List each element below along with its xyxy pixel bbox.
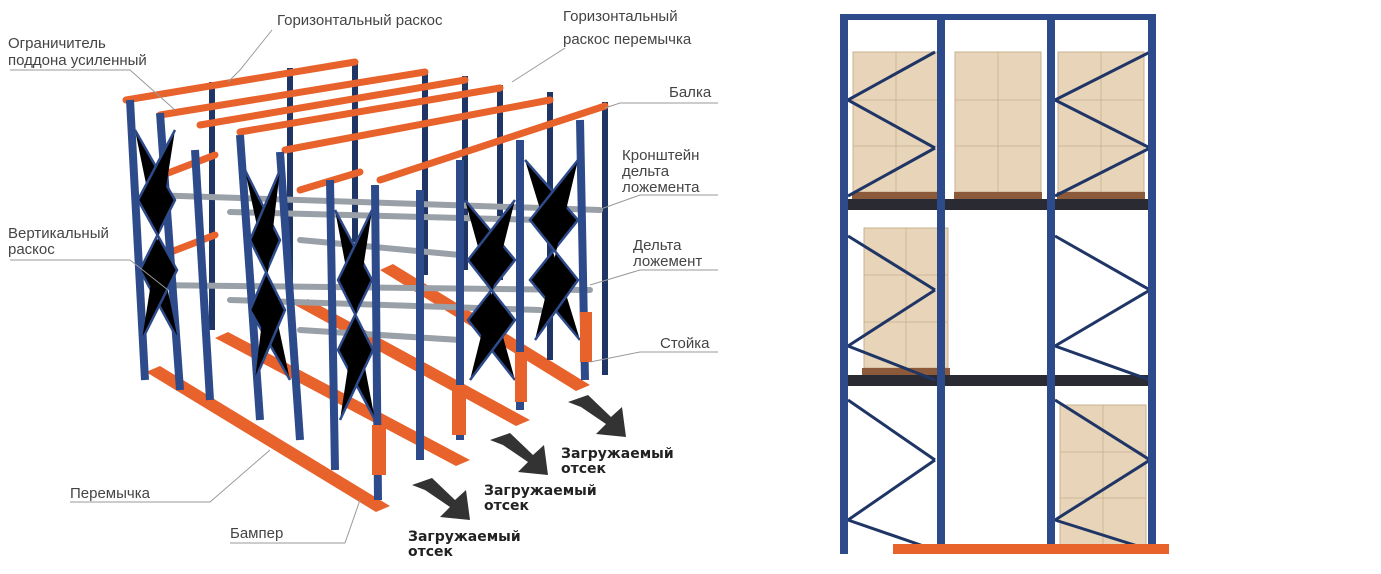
label-horizontal-brace-link-1: Горизонтальный (563, 8, 678, 25)
label-link-beam: Перемычка (70, 485, 150, 502)
rack-front-elevation (840, 14, 1169, 554)
label-bracket-2: дельта (622, 163, 670, 180)
isometric-rack (122, 58, 626, 520)
label-bracket-1: Кронштейн (622, 147, 700, 164)
loading-arrows (412, 395, 626, 520)
label-pallet-stop-1: Ограничитель (8, 35, 106, 52)
bay-label-3-line1: Загружаемый (408, 529, 521, 545)
label-beam: Балка (669, 84, 712, 101)
label-vertical-brace-2: раскос (8, 241, 55, 258)
rail-levels (840, 199, 1155, 386)
bay-label-2-line1: Загружаемый (484, 483, 597, 499)
bumpers (372, 312, 592, 475)
top-beams (122, 58, 609, 264)
bay-label-2-line2: отсек (484, 498, 530, 514)
label-horizontal-brace-link-2: раскос перемычка (563, 31, 692, 48)
bay-label-1-line2: отсек (561, 461, 607, 477)
frame-uprights (840, 14, 1156, 554)
frame-bracing (847, 50, 1151, 552)
label-bracket-3: ложемента (622, 179, 700, 196)
floor-beam (893, 544, 1169, 554)
label-vertical-brace-1: Вертикальный (8, 225, 109, 242)
leader-lines (10, 29, 718, 544)
label-bumper: Бампер (230, 525, 284, 542)
label-upright: Стойка (660, 335, 710, 352)
vertical-braces (133, 129, 581, 421)
label-delta-rail-1: Дельта (633, 237, 682, 254)
label-delta-rail-2: ложемент (633, 253, 703, 270)
label-horizontal-brace: Горизонтальный раскос (277, 12, 443, 29)
bay-label-1-line1: Загружаемый (561, 446, 674, 462)
label-pallet-stop-2: поддона усиленный (8, 52, 147, 69)
bay-label-3-line2: отсек (408, 544, 454, 560)
